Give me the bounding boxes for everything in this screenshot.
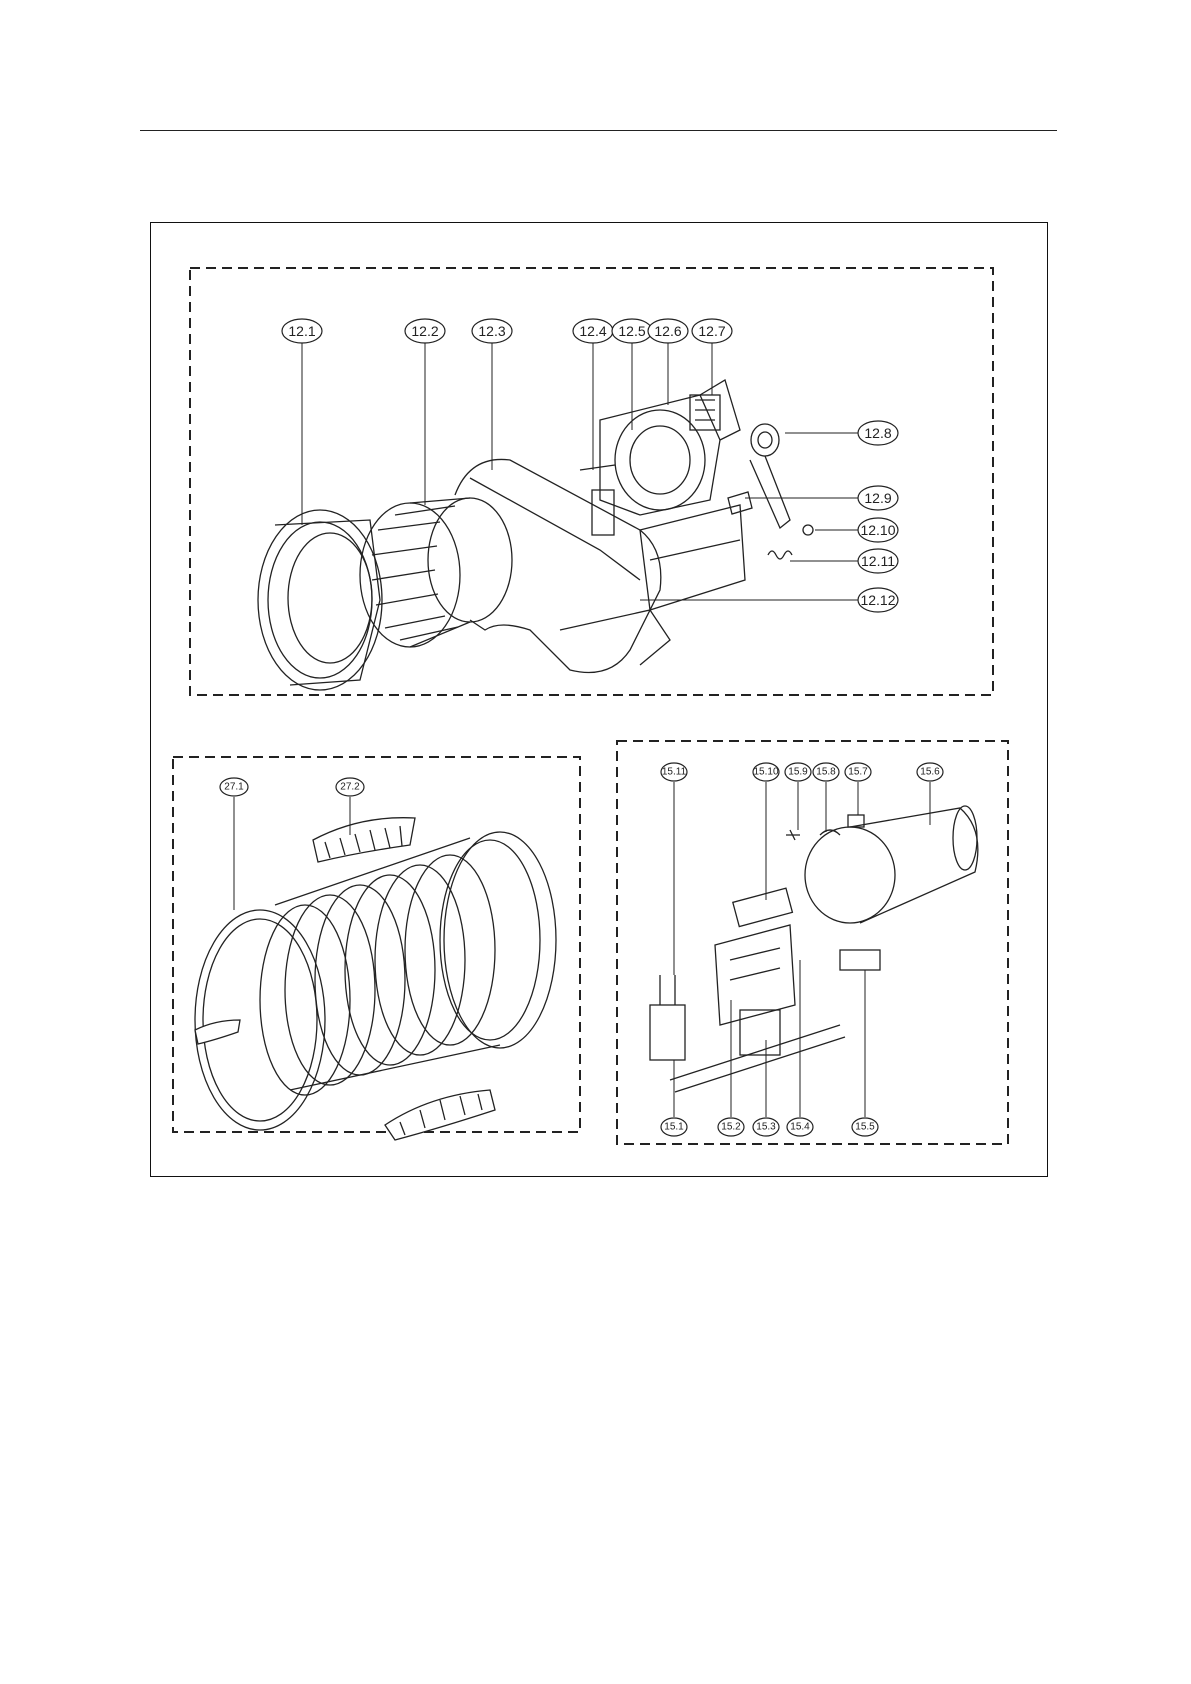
callout-12-2: 12.2 xyxy=(405,319,445,343)
callout-15-1: 15.1 xyxy=(661,1118,687,1136)
callout-27-1: 27.1 xyxy=(220,778,248,796)
part-drum-shell xyxy=(260,832,556,1095)
callout-27-2: 27.2 xyxy=(336,778,364,796)
svg-text:12.11: 12.11 xyxy=(861,553,895,569)
callout-12-1: 12.1 xyxy=(282,319,322,343)
part-15-3-burner-tube xyxy=(670,1010,845,1092)
callout-15-5: 15.5 xyxy=(852,1118,878,1136)
part-15-9-screw xyxy=(786,830,800,840)
callout-15-7: 15.7 xyxy=(845,763,871,781)
part-12-8-idler-pulley xyxy=(750,424,790,528)
callout-12-3: 12.3 xyxy=(472,319,512,343)
svg-text:15.9: 15.9 xyxy=(788,767,808,778)
svg-text:12.1: 12.1 xyxy=(288,323,315,339)
callout-12-5: 12.5 xyxy=(612,319,652,343)
svg-text:15.2: 15.2 xyxy=(721,1122,741,1133)
svg-text:12.9: 12.9 xyxy=(864,490,891,506)
callout-15-2: 15.2 xyxy=(718,1118,744,1136)
callout-12-11: 12.11 xyxy=(858,549,898,573)
part-12-2-blower-wheel xyxy=(360,498,512,647)
svg-text:15.1: 15.1 xyxy=(664,1122,684,1133)
part-15-10-igniter xyxy=(733,888,793,926)
svg-text:15.4: 15.4 xyxy=(790,1122,810,1133)
svg-text:15.10: 15.10 xyxy=(753,767,778,778)
part-12-3-blower-housing xyxy=(455,459,670,672)
svg-text:12.10: 12.10 xyxy=(860,522,895,538)
callout-15-11: 15.11 xyxy=(661,763,687,781)
part-15-6-combustion-chamber xyxy=(805,806,978,923)
svg-text:12.7: 12.7 xyxy=(698,323,725,339)
callout-15-8: 15.8 xyxy=(813,763,839,781)
callout-12-9: 12.9 xyxy=(858,486,898,510)
callout-12-12: 12.12 xyxy=(858,588,898,612)
svg-text:15.7: 15.7 xyxy=(848,767,868,778)
callout-15-3: 15.3 xyxy=(753,1118,779,1136)
callout-12-10: 12.10 xyxy=(858,518,898,542)
part-15-1-gas-valve xyxy=(650,975,685,1060)
svg-text:27.1: 27.1 xyxy=(224,782,244,793)
part-12-11-spring xyxy=(768,551,792,559)
part-12-7-switch xyxy=(690,395,720,430)
callout-15-9: 15.9 xyxy=(785,763,811,781)
part-12-10-nut xyxy=(803,525,813,535)
svg-text:12.2: 12.2 xyxy=(411,323,438,339)
callout-15-10: 15.10 xyxy=(753,763,779,781)
svg-text:12.8: 12.8 xyxy=(864,425,891,441)
svg-text:12.5: 12.5 xyxy=(618,323,645,339)
part-12-6-motor-bracket xyxy=(640,505,745,610)
svg-text:15.6: 15.6 xyxy=(920,767,940,778)
part-15-5-flame-sensor xyxy=(840,950,880,970)
svg-text:15.3: 15.3 xyxy=(756,1122,776,1133)
svg-text:12.12: 12.12 xyxy=(860,592,895,608)
callout-15-4: 15.4 xyxy=(787,1118,813,1136)
part-12-5-motor xyxy=(580,380,740,535)
part-27-1-drum-ring xyxy=(195,910,325,1130)
svg-text:12.6: 12.6 xyxy=(654,323,681,339)
svg-text:15.11: 15.11 xyxy=(662,767,687,778)
callout-12-7: 12.7 xyxy=(692,319,732,343)
callout-12-4: 12.4 xyxy=(573,319,613,343)
burner-section xyxy=(617,741,1008,1144)
callout-12-8: 12.8 xyxy=(858,421,898,445)
svg-text:15.5: 15.5 xyxy=(855,1122,875,1133)
svg-text:15.8: 15.8 xyxy=(816,767,836,778)
svg-text:27.2: 27.2 xyxy=(340,782,360,793)
svg-text:12.4: 12.4 xyxy=(579,323,606,339)
callout-15-6: 15.6 xyxy=(917,763,943,781)
callout-12-6: 12.6 xyxy=(648,319,688,343)
svg-text:12.3: 12.3 xyxy=(478,323,505,339)
